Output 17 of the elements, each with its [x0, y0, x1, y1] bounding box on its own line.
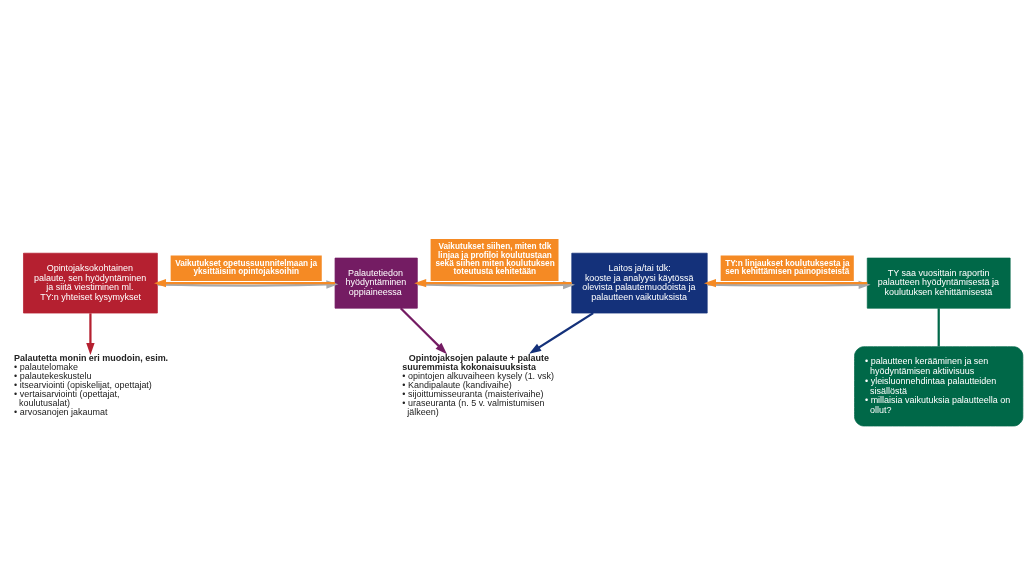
edge-label: TY:n linjaukset koulutuksesta ja sen kehittämisen painopisteistä — [725, 258, 850, 276]
node-box: TY saa vuosittain raportin palautteen hyödyntämisestä ja koulutuksen kehittämisestä — [866, 257, 1011, 309]
arrow — [529, 311, 594, 354]
arrow — [399, 306, 448, 354]
edge-label: Vaikutukset siihen, miten tdk linjaa ja profiloi koulutustaan sekä siihen miten koulutuksen toteutusta kehitetään — [435, 241, 555, 276]
node-box: • palautteen kerääminen ja sen hyödyntämisen aktiivisuus • yleisluonnehdintaa palautteiden sisällöstä • millaisia vaikutuksia palautteella on ollut? — [854, 345, 1024, 426]
node-box: Laitos ja/tai tdk: kooste ja analyysi käytössä olevista palautemuodoista ja palautteen vaikutuksista — [571, 252, 708, 313]
arrow — [86, 312, 95, 355]
arrow — [414, 278, 572, 287]
node-text: Palautetta monin eri muodoin, esim. • palautelomake • palautekeskustelu • itsearviointi (opiskelijat, opettajat) • vertaisarviointi (opettajat, koulutusalat) • arvosanojen jakaumat — [14, 352, 169, 417]
node-box: Opintojaksokohtainen palaute, sen hyödyntäminen ja siitä viestiminen ml. TY:n yhteiset kysymykset — [23, 252, 158, 313]
arrow — [704, 278, 868, 287]
node-text: Opintojaksojen palaute + palaute suuremmista kokonaisuuksista • opintojen alkuvaiheen kysely (1. vsk) • Kandipalaute (kandivaihe) • sijoittumisseuranta (maisterivaihe) • uraseuranta (n. 5 v. valmistumisen jälkeen) — [402, 352, 555, 417]
connector — [937, 307, 940, 347]
node-box: Palautetiedon hyödyntäminen oppiaineessa — [334, 257, 418, 309]
arrow — [154, 278, 335, 287]
edge-label: Vaikutukset opetussuunnitelmaan ja yksittäisiin opintojaksoihin — [175, 258, 318, 276]
